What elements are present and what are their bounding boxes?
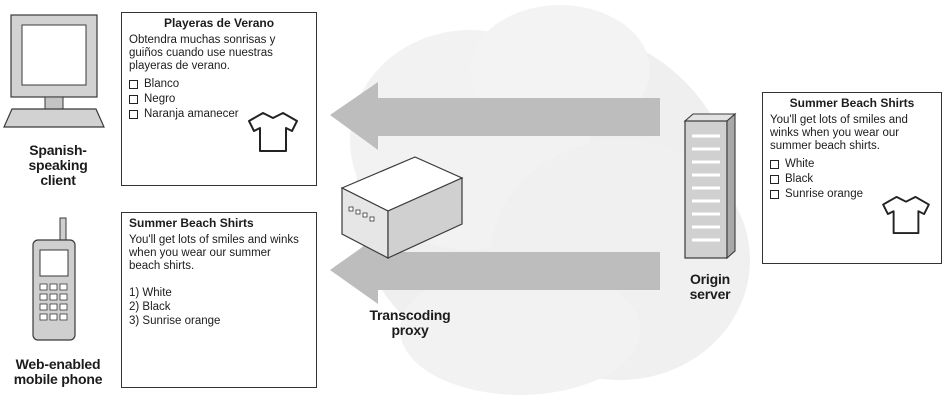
server-tower-icon — [683, 112, 737, 260]
proxy-label: Transcoding proxy — [369, 307, 451, 338]
option-label: Negro — [144, 93, 176, 105]
spanish-page-title: Playeras de Verano — [163, 16, 275, 30]
option-row: Negro — [129, 93, 309, 106]
spanish-page-body: Obtendra muchas sonrisas y guiños cuando… — [129, 34, 276, 72]
option-label: White — [785, 158, 815, 170]
origin-page-card: Summer Beach Shirts You'll get lots of s… — [762, 92, 942, 264]
numbered-option: 2) Black — [129, 301, 171, 313]
option-label: Black — [785, 173, 814, 185]
mobile-page-title: Summer Beach Shirts — [129, 216, 254, 230]
proxy-device-icon — [340, 156, 464, 259]
arrow-to-mobile-phone — [330, 236, 660, 304]
spanish-page-card: Playeras de Verano Obtendra muchas sonri… — [121, 12, 317, 186]
mobile-phone-icon — [32, 217, 76, 341]
tshirt-icon — [248, 112, 298, 152]
checkbox-icon — [129, 95, 138, 104]
option-row: Naranja amanecer — [129, 108, 309, 121]
numbered-option: 3) Sunrise orange — [129, 315, 221, 327]
checkbox-icon — [770, 160, 779, 169]
option-label: Sunrise orange — [785, 188, 863, 200]
monitor-icon — [3, 14, 105, 128]
option-row: Sunrise orange — [770, 188, 934, 201]
checkbox-icon — [129, 80, 138, 89]
numbered-option: 1) White — [129, 287, 172, 299]
option-row: Black — [770, 173, 934, 186]
mobile-phone-label: Web-enabled mobile phone — [13, 356, 103, 387]
tshirt-icon — [882, 195, 930, 235]
arrow-to-spanish-client — [330, 82, 660, 150]
option-row: Blanco — [129, 78, 309, 91]
checkbox-icon — [129, 110, 138, 119]
checkbox-icon — [770, 190, 779, 199]
checkbox-icon — [770, 175, 779, 184]
origin-server-label: Origin server — [689, 271, 731, 302]
mobile-page-body: You'll get lots of smiles and winks when… — [129, 234, 299, 272]
mobile-page-card: Summer Beach Shirts You'll get lots of s… — [121, 212, 317, 388]
origin-page-body: You'll get lots of smiles and winks when… — [770, 114, 908, 152]
spanish-client-label: Spanish- speaking client — [28, 142, 88, 188]
option-label: Naranja amanecer — [144, 108, 239, 120]
origin-page-title: Summer Beach Shirts — [789, 96, 915, 110]
option-row: White — [770, 158, 934, 171]
option-label: Blanco — [144, 78, 180, 90]
